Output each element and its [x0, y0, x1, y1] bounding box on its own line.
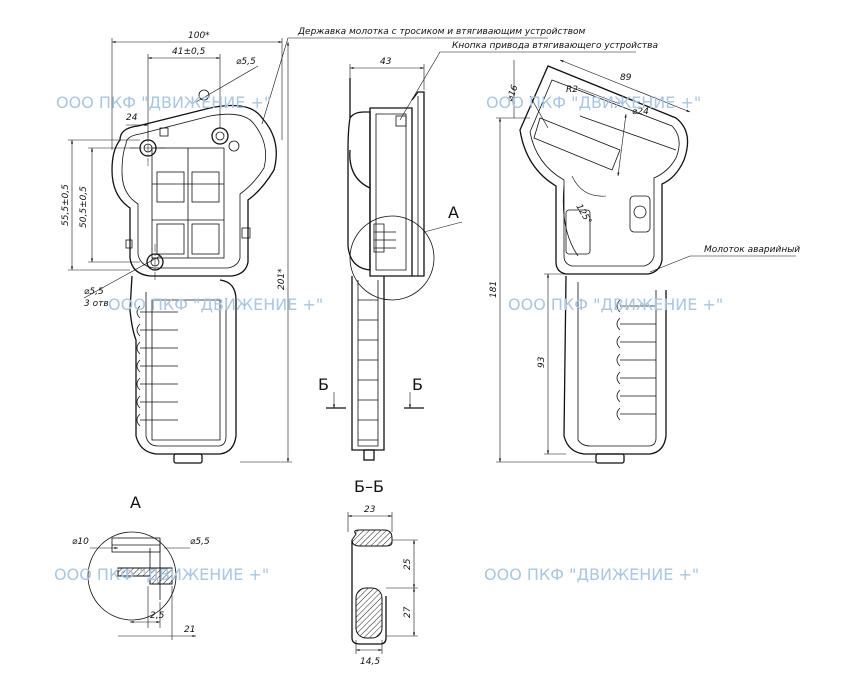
dim-front-height: 201* [277, 268, 287, 290]
dim-front-holes: 3 отв. [84, 299, 112, 309]
dim-right-93: 93 [537, 356, 547, 368]
dim-front-width: 100* [188, 31, 210, 41]
dim-secb-27: 27 [403, 606, 413, 618]
dim-secb-145: 14,5 [360, 657, 380, 667]
dim-side-43: 43 [380, 57, 392, 67]
dim-front-41: 41±0,5 [172, 47, 206, 57]
section-b-right-mark: Б [412, 375, 423, 394]
dim-right-89: 89 [620, 73, 632, 83]
dim-deta-21: 21 [184, 625, 195, 635]
section-a-mark: А [448, 203, 459, 222]
dim-deta-d10: ⌀10 [72, 537, 89, 547]
dim-right-d24: ⌀24 [632, 107, 649, 117]
watermark-text: ООО ПКФ "ДВИЖЕНИЕ +" [508, 295, 723, 314]
watermark-text: ООО ПКФ "ДВИЖЕНИЕ +" [108, 295, 323, 314]
detail-a-title: А [130, 493, 141, 512]
dim-secb-23: 23 [364, 505, 376, 515]
detail-a [87, 531, 196, 640]
dim-secb-25: 25 [403, 558, 413, 570]
dim-right-181: 181 [489, 281, 499, 298]
watermark-text: ООО ПКФ "ДВИЖЕНИЕ +" [56, 93, 271, 112]
watermark-text: ООО ПКФ "ДВИЖЕНИЕ +" [54, 565, 269, 584]
dim-front-24: 24 [126, 113, 138, 123]
dim-front-505: 50,5±0,5 [79, 186, 89, 228]
section-b-left-mark: Б [318, 375, 329, 394]
section-b-title: Б–Б [354, 477, 384, 496]
dim-right-angle: 125° [573, 203, 593, 227]
dim-deta-25: 2,5 [150, 611, 165, 621]
section-b-b [347, 512, 418, 654]
dimension-texts: 100* 41±0,5 ⌀5,5 24 55,5±0,5 50,5±0,5 ⌀5… [61, 31, 649, 667]
labels: Державка молотка с тросиком и втягивающи… [130, 27, 800, 512]
dim-front-555: 55,5±0,5 [61, 184, 71, 226]
front-view [68, 37, 548, 464]
right-view [496, 59, 796, 464]
watermarks: ООО ПКФ "ДВИЖЕНИЕ +" ООО ПКФ "ДВИЖЕНИЕ +… [54, 93, 723, 584]
watermark-text: ООО ПКФ "ДВИЖЕНИЕ +" [486, 93, 701, 112]
dim-deta-d55: ⌀5,5 [190, 537, 210, 547]
button-label: Кнопка привода втягивающего устройства [452, 41, 658, 51]
watermark-text: ООО ПКФ "ДВИЖЕНИЕ +" [484, 565, 699, 584]
dim-front-d55-bottom: ⌀5,5 [84, 287, 104, 297]
dim-front-d55-top: ⌀5,5 [236, 57, 256, 67]
hammer-label: Молоток аварийный [704, 245, 800, 255]
side-view [326, 51, 636, 461]
dim-right-r2: R2 [566, 85, 578, 95]
holder-label: Державка молотка с тросиком и втягивающи… [297, 27, 585, 37]
